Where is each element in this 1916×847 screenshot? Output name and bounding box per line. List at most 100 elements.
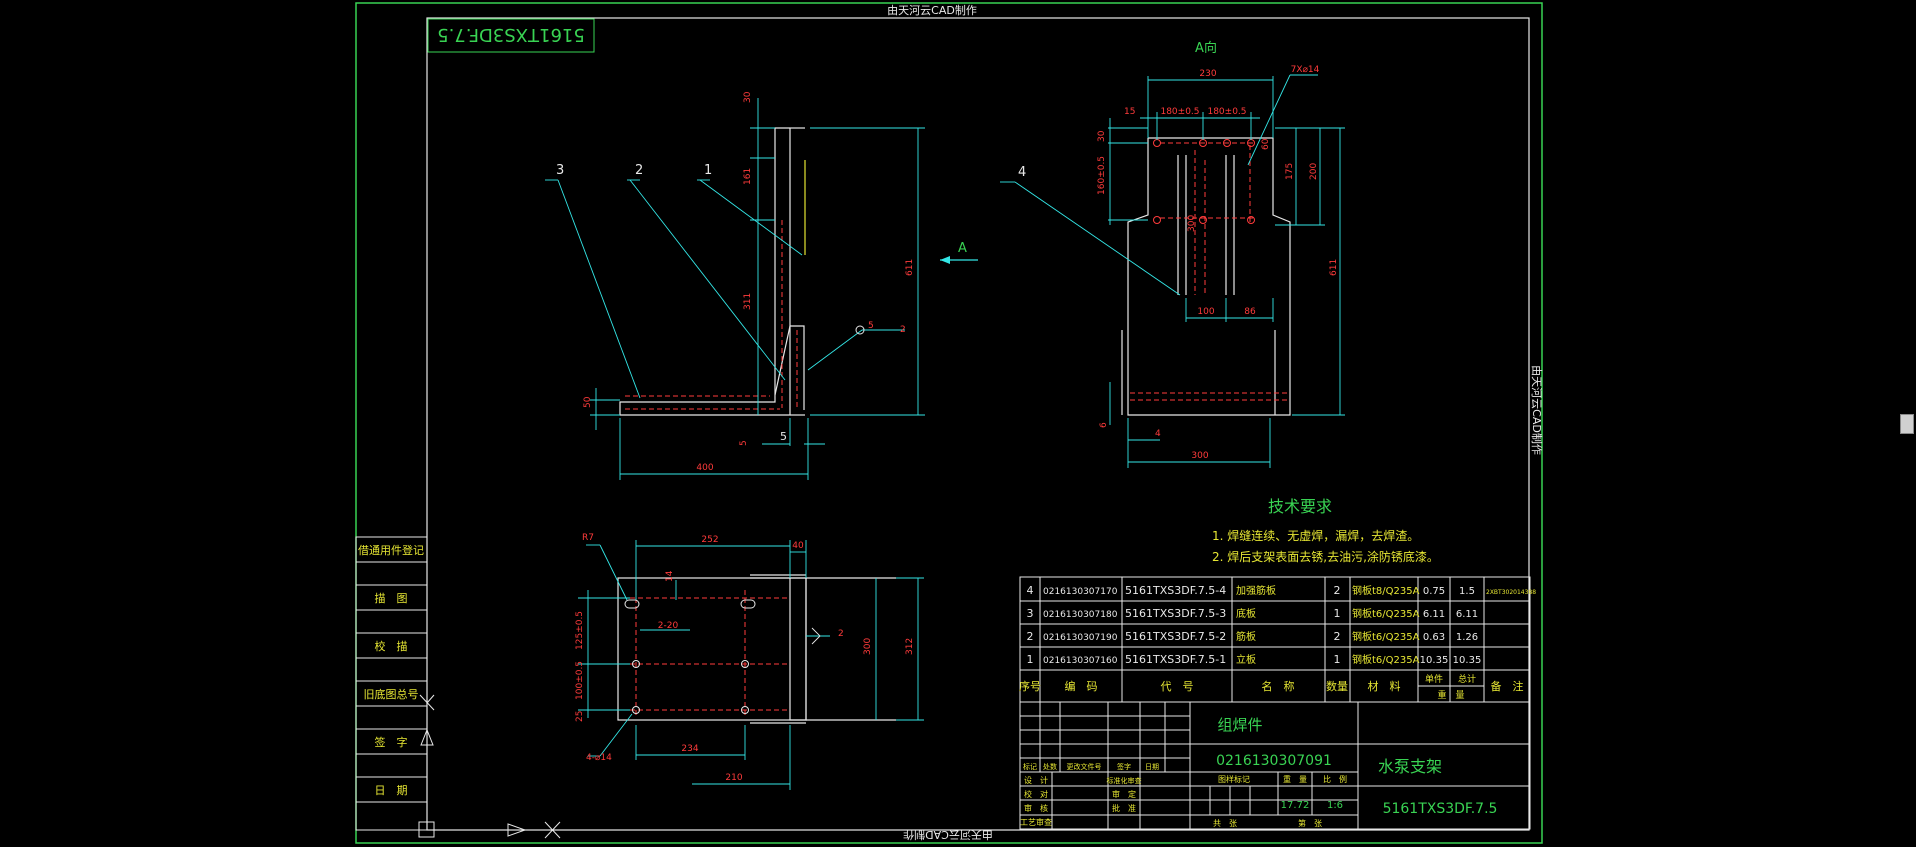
- bom-header-material: 材 料: [1368, 679, 1401, 693]
- dim-front-60: 60: [1261, 138, 1271, 150]
- rev-label: 标记: [1023, 762, 1037, 771]
- front-view-holes: [1153, 139, 1255, 224]
- dim-front-180a: 180±0.5: [1160, 107, 1199, 117]
- dim-side-311: 311: [743, 293, 753, 310]
- weld-symbol-circle: [855, 325, 865, 335]
- bom-header-qty: 数量: [1326, 680, 1348, 693]
- bom-cell-material: 钢板t8/Q235A: [1352, 584, 1420, 597]
- bom-cell-code: 0216130307160: [1043, 656, 1118, 666]
- view-label-a: A向: [1195, 40, 1217, 56]
- dim-front-holes: 7X⌀14: [1291, 65, 1320, 75]
- bom-header-drawing: 代 号: [1161, 680, 1194, 693]
- left-stamp-column: [355, 536, 428, 831]
- title-block: 组焊件 0216130307091 水泵支架 5161TXS3DF.7.5 图样…: [1020, 716, 1497, 828]
- role-label: 校 对: [1024, 789, 1048, 799]
- hole: [632, 706, 640, 714]
- dim-front-160: 160±0.5: [1097, 156, 1107, 195]
- bom-cell-total: 1.5: [1459, 586, 1475, 597]
- bom-cell-drawing: 5161TXS3DF.7.5-2: [1125, 630, 1226, 643]
- role-label: 设 计: [1024, 775, 1048, 785]
- slot: [624, 599, 640, 609]
- side-view-hidden: [625, 220, 798, 410]
- role-label: 批 准: [1112, 803, 1136, 813]
- dim-front-300: 300: [1187, 215, 1197, 232]
- title-block-grid: [1019, 701, 1531, 830]
- title-stage-label: 图样标记: [1218, 774, 1250, 784]
- plan-view-hidden: [630, 590, 790, 715]
- dim-plan-25: 25: [575, 711, 585, 722]
- hole: [1153, 216, 1161, 224]
- dim-side-top: 30: [743, 91, 753, 103]
- dim-side-400: 400: [696, 463, 713, 473]
- dim-front-200: 200: [1309, 163, 1319, 180]
- side-view-labels: 3 2 1 30 161 311 611 50 5 5 400 5 2: [556, 91, 915, 473]
- bom-header-total: 总计: [1458, 673, 1476, 685]
- dim-front-30: 30: [1097, 130, 1107, 142]
- dim-plan-312: 312: [905, 638, 915, 655]
- title-scale: 1:6: [1327, 800, 1343, 811]
- vertical-scrollbar-thumb[interactable]: [1900, 414, 1914, 434]
- bom-header-unit: 单件: [1425, 673, 1443, 685]
- stamp-label: 旧底图总号: [364, 687, 419, 701]
- bom-cell-no: 2: [1027, 630, 1034, 643]
- hole: [1247, 216, 1255, 224]
- tech-req-line-2: 2. 焊后支架表面去锈,去油污,涂防锈底漆。: [1212, 549, 1439, 564]
- bom-header-code: 编 码: [1065, 679, 1098, 693]
- title-drawing-no: 5161TXS3DF.7.5: [1383, 801, 1498, 817]
- bom-cell-no: 4: [1027, 584, 1034, 597]
- bom-cell-total: 10.35: [1453, 655, 1482, 666]
- stamp-label: 校 描: [375, 639, 408, 653]
- dim-plan-125: 125±0.5: [575, 611, 585, 650]
- inner-frame: [426, 17, 1530, 831]
- plan-view-labels: R7 252 40 14 2-20 125±0.5 100±0.5 25 300…: [575, 533, 915, 783]
- bom-cell-qty: 2: [1334, 584, 1341, 597]
- rev-label: 签字: [1117, 762, 1131, 771]
- hole: [1223, 139, 1231, 147]
- bom-header-name: 名 称: [1262, 679, 1295, 693]
- bom-cell-no: 1: [1027, 653, 1034, 666]
- mirrored-code: 5161TXS3DF.7.5: [437, 24, 585, 45]
- dim-front-100: 100: [1197, 307, 1214, 317]
- bom-cell-material: 钢板t6/Q235A: [1352, 630, 1420, 643]
- bom-header-weight: 重 量: [1437, 689, 1464, 701]
- slot: [740, 599, 756, 609]
- dim-plan-210: 210: [725, 773, 742, 783]
- dim-front-86: 86: [1244, 307, 1256, 317]
- dim-front-175: 175: [1285, 163, 1295, 180]
- dim-side-50: 50: [583, 396, 593, 408]
- bom-cell-name: 底板: [1236, 607, 1256, 620]
- role-label: 审 核: [1024, 803, 1048, 813]
- bom-cell-qty: 1: [1334, 653, 1341, 666]
- bom-grid: [1019, 576, 1531, 703]
- ucs-icon: [418, 690, 561, 839]
- stamp-label: 描 图: [375, 591, 408, 605]
- dim-front-230: 230: [1199, 69, 1216, 79]
- front-view: [1121, 137, 1291, 416]
- bom-cell-code: 0216130307180: [1043, 610, 1118, 620]
- balloon-1: 1: [704, 163, 712, 178]
- tech-req-title: 技术要求: [1268, 497, 1332, 516]
- front-view-dimensions: [1000, 74, 1345, 468]
- watermark-right: 由天河云CAD制作: [1530, 365, 1544, 455]
- dim-side-611: 611: [905, 259, 915, 276]
- bom-header: 序号 编 码 代 号 名 称 数量 材 料 单件 总计 重 量 备 注: [1019, 673, 1524, 701]
- bom-cell-code: 0216130307170: [1043, 587, 1118, 597]
- rev-label: 处数: [1043, 762, 1057, 771]
- title-sheets: 共 张: [1213, 819, 1237, 828]
- tech-requirements: 技术要求 1. 焊缝连续、无虚焊，漏焊，去焊渣。 2. 焊后支架表面去锈,去油污…: [1212, 497, 1439, 564]
- dim-plan-slot: 2-20: [658, 621, 679, 631]
- hole: [1153, 139, 1161, 147]
- tech-req-line-1: 1. 焊缝连续、无虚焊，漏焊，去焊渣。: [1212, 528, 1419, 543]
- stamp-label: 借通用件登记: [358, 543, 424, 557]
- hole: [741, 660, 749, 668]
- dim-plan-r7: R7: [582, 533, 594, 543]
- title-weight: 17.72: [1281, 800, 1310, 811]
- watermark-bottom: 由天河云CAD制作: [903, 828, 993, 842]
- balloon-3: 3: [556, 163, 564, 178]
- title-type: 组焊件: [1217, 716, 1262, 734]
- bom-cell-material: 钢板t6/Q235A: [1352, 653, 1420, 666]
- hole: [1199, 216, 1207, 224]
- balloon-4: 4: [1018, 165, 1026, 180]
- plan-view-dimensions: [578, 540, 924, 790]
- dim-plan-252: 252: [701, 535, 718, 545]
